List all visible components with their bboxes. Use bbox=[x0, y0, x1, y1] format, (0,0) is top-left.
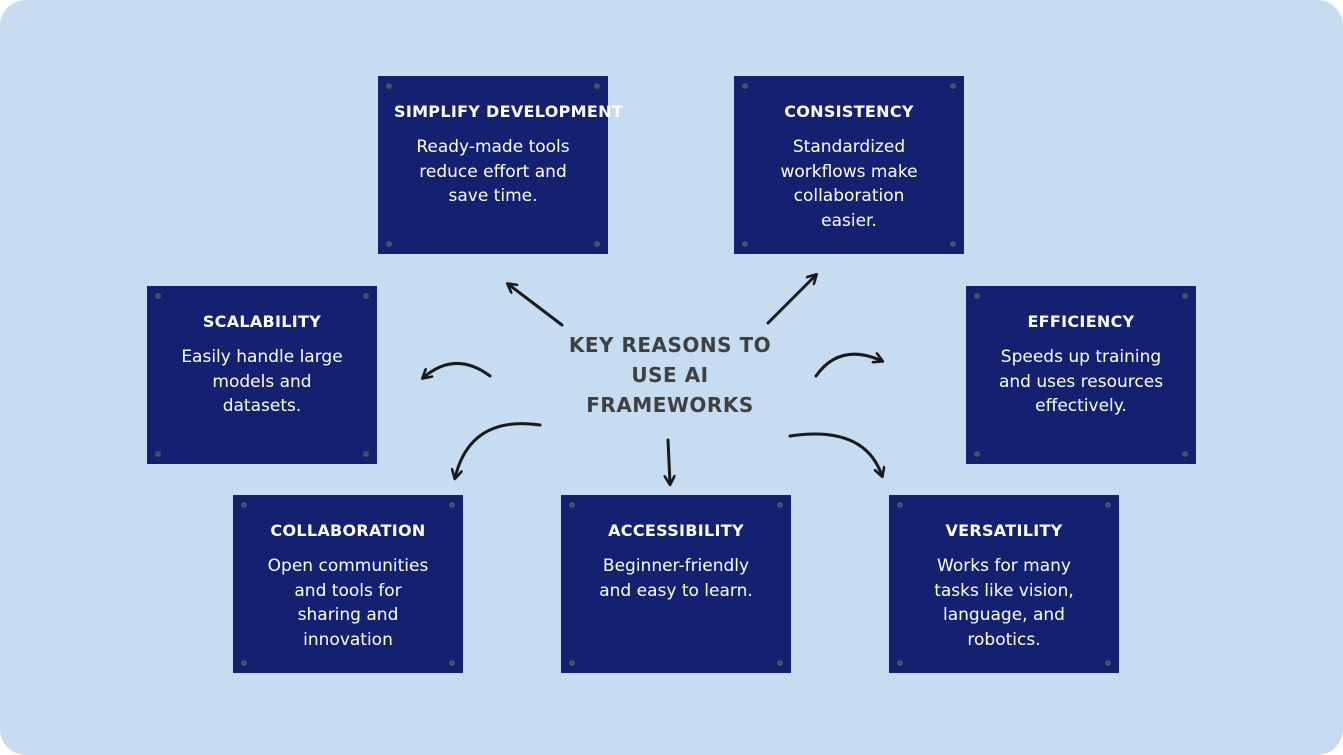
pin-icon bbox=[449, 660, 455, 666]
card-description: Standardized workflows make collaboratio… bbox=[780, 137, 918, 231]
pin-icon bbox=[241, 660, 247, 666]
card-title: SIMPLIFY DEVELOPMENT bbox=[394, 102, 623, 121]
pin-icon bbox=[569, 660, 575, 666]
card-description: Easily handle large models and datasets. bbox=[181, 347, 343, 416]
card-title: VERSATILITY bbox=[945, 521, 1063, 540]
card-title: COLLABORATION bbox=[270, 521, 426, 540]
arrow-to-consistency bbox=[766, 275, 816, 325]
card-description: Works for many tasks like vision, langua… bbox=[934, 556, 1074, 650]
arrow-to-versatility bbox=[788, 432, 882, 476]
card-title: CONSISTENCY bbox=[784, 102, 914, 121]
pin-icon bbox=[1182, 451, 1188, 457]
card-accessibility: ACCESSIBILITY Beginner-friendly and easy… bbox=[561, 495, 791, 673]
pin-icon bbox=[1105, 660, 1111, 666]
pin-icon bbox=[777, 660, 783, 666]
card-versatility: VERSATILITY Works for many tasks like vi… bbox=[889, 495, 1119, 673]
pin-icon bbox=[155, 451, 161, 457]
pin-icon bbox=[950, 241, 956, 247]
card-title: ACCESSIBILITY bbox=[608, 521, 744, 540]
pin-icon bbox=[742, 241, 748, 247]
card-description: Speeds up training and uses resources ef… bbox=[998, 347, 1164, 416]
pin-icon bbox=[594, 241, 600, 247]
card-description: Ready-made tools reduce effort and save … bbox=[416, 137, 570, 206]
pin-icon bbox=[974, 451, 980, 457]
arrow-to-collaboration bbox=[455, 422, 542, 478]
card-collaboration: COLLABORATION Open communities and tools… bbox=[233, 495, 463, 673]
arrow-to-simplify-development bbox=[508, 284, 564, 327]
arrow-to-accessibility bbox=[668, 438, 670, 484]
card-simplify-development: SIMPLIFY DEVELOPMENT Ready-made tools re… bbox=[378, 76, 623, 254]
card-description: Beginner-friendly and easy to learn. bbox=[599, 556, 753, 601]
pin-icon bbox=[363, 451, 369, 457]
card-title: SCALABILITY bbox=[202, 312, 322, 331]
diagram-title: KEY REASONS TO USE AI FRAMEWORKS bbox=[568, 333, 772, 417]
card-consistency: CONSISTENCY Standardized workflows make … bbox=[734, 76, 964, 254]
pin-icon bbox=[386, 241, 392, 247]
arrow-to-efficiency bbox=[814, 354, 882, 378]
card-efficiency: EFFICIENCY Speeds up training and uses r… bbox=[966, 286, 1196, 464]
card-description: Open communities and tools for sharing a… bbox=[267, 556, 429, 650]
pin-icon bbox=[897, 660, 903, 666]
card-title: EFFICIENCY bbox=[1027, 312, 1135, 331]
arrow-to-scalability bbox=[423, 362, 492, 378]
card-scalability: SCALABILITY Easily handle large models a… bbox=[147, 286, 377, 464]
